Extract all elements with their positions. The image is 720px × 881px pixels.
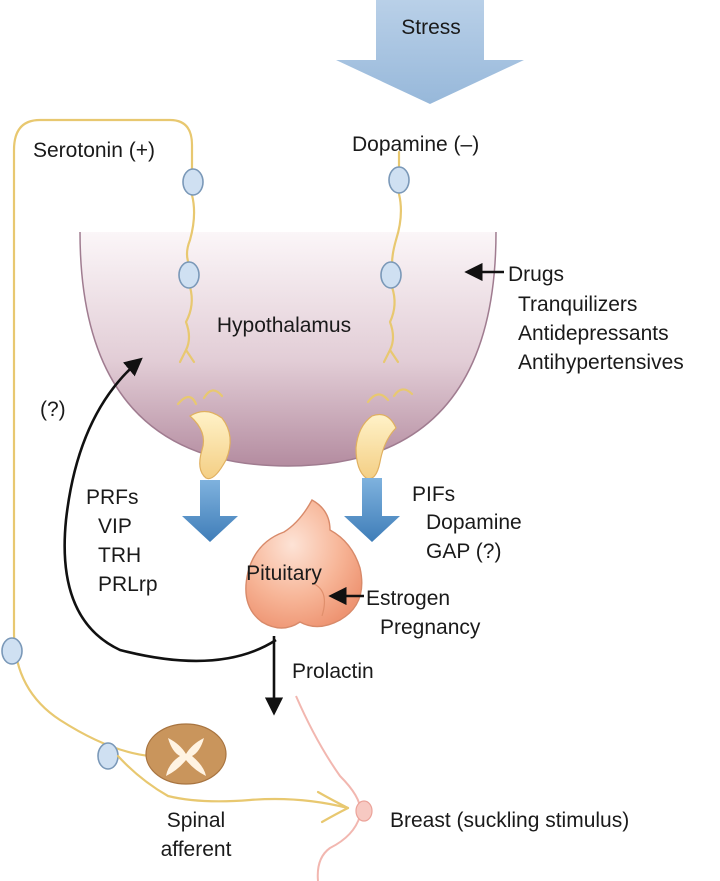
prf-release-arrow bbox=[182, 480, 238, 542]
dopamine-node-upper bbox=[388, 166, 410, 194]
feedback-arrow bbox=[63, 357, 277, 663]
pregnancy-label: Pregnancy bbox=[380, 616, 481, 639]
dopamine-top-label: Dopamine (–) bbox=[352, 133, 479, 156]
spinal-label-line2: afferent bbox=[161, 838, 232, 861]
stress-label: Stress bbox=[401, 16, 461, 39]
serotonin-node-lower bbox=[178, 261, 200, 289]
antidepressants-label: Antidepressants bbox=[518, 322, 669, 345]
spinal-cord bbox=[145, 723, 227, 785]
hypothalamus bbox=[80, 232, 496, 466]
spinal-label-line1: Spinal bbox=[167, 809, 225, 832]
serotonin-label: Serotonin (+) bbox=[33, 139, 155, 162]
question-label: (?) bbox=[40, 398, 66, 421]
dopamine-neuron bbox=[382, 150, 403, 364]
gap-label: GAP (?) bbox=[426, 540, 501, 563]
prfs-label: PRFs bbox=[86, 486, 139, 509]
afferent-node bbox=[97, 742, 119, 770]
pif-dopamine-label: Dopamine bbox=[426, 511, 522, 534]
drugs-label: Drugs bbox=[508, 263, 564, 286]
right-terminal bbox=[355, 388, 414, 480]
breast-label: Breast (suckling stimulus) bbox=[390, 809, 629, 832]
antihypertensives-label: Antihypertensives bbox=[518, 351, 684, 374]
prolactin-label: Prolactin bbox=[292, 660, 374, 683]
vip-label: VIP bbox=[98, 515, 132, 538]
tranquilizers-label: Tranquilizers bbox=[518, 293, 637, 316]
hypothalamus-label: Hypothalamus bbox=[217, 314, 351, 337]
spinal-loop-node bbox=[1, 637, 23, 665]
pituitary-label: Pituitary bbox=[246, 562, 322, 585]
dopamine-node-lower bbox=[380, 261, 402, 289]
serotonin-node-upper bbox=[182, 168, 204, 196]
trh-label: TRH bbox=[98, 544, 141, 567]
stress-arrow bbox=[336, 0, 524, 104]
pif-release-arrow bbox=[344, 478, 400, 542]
serotonin-neuron bbox=[12, 118, 196, 758]
afferent-nerve bbox=[116, 754, 350, 810]
breast bbox=[295, 695, 373, 881]
left-terminal bbox=[176, 389, 231, 480]
pifs-label: PIFs bbox=[412, 483, 455, 506]
prlrp-label: PRLrp bbox=[98, 573, 158, 596]
estrogen-label: Estrogen bbox=[366, 587, 450, 610]
